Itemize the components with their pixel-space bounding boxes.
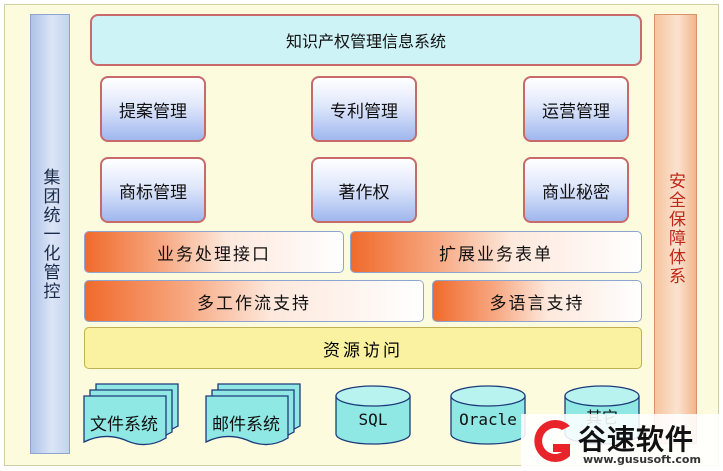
module-patent: 专利管理 bbox=[311, 76, 417, 142]
file-system-label: 文件系统 bbox=[90, 415, 158, 435]
gusu-logo-icon bbox=[526, 416, 576, 466]
mail-system-label: 邮件系统 bbox=[212, 415, 280, 435]
document-stack-icon bbox=[83, 383, 179, 446]
extended-form-bar: 扩展业务表单 bbox=[350, 231, 642, 273]
database-cylinder-icon bbox=[335, 385, 411, 445]
language-support-bar: 多语言支持 bbox=[432, 280, 642, 322]
module-copyright: 著作权 bbox=[311, 157, 417, 223]
database-cylinder-icon bbox=[450, 385, 526, 445]
system-title: 知识产权管理信息系统 bbox=[90, 14, 642, 66]
mail-system-stack: 邮件系统 bbox=[204, 382, 304, 448]
workflow-support-bar: 多工作流支持 bbox=[84, 280, 424, 322]
oracle-label: Oracle bbox=[459, 410, 517, 429]
sql-database: SQL bbox=[334, 384, 412, 446]
right-sidebar-security-system: 安全保障体系 bbox=[654, 14, 697, 444]
document-stack-icon bbox=[205, 383, 301, 446]
module-trade-secret: 商业秘密 bbox=[523, 157, 629, 223]
file-system-stack: 文件系统 bbox=[82, 382, 182, 448]
watermark-url: www.gususoft.com bbox=[583, 453, 701, 466]
resource-access-bar: 资源访问 bbox=[84, 327, 642, 369]
module-operations: 运营管理 bbox=[523, 76, 629, 142]
sql-label: SQL bbox=[358, 410, 388, 429]
watermark-brand: 谷速软件 bbox=[578, 423, 695, 456]
module-proposal: 提案管理 bbox=[100, 76, 206, 142]
module-trademark: 商标管理 bbox=[100, 157, 206, 223]
left-sidebar-group-control: 集团统一化管控 bbox=[30, 14, 70, 454]
business-interface-bar: 业务处理接口 bbox=[84, 231, 344, 273]
oracle-database: Oracle bbox=[449, 384, 527, 446]
